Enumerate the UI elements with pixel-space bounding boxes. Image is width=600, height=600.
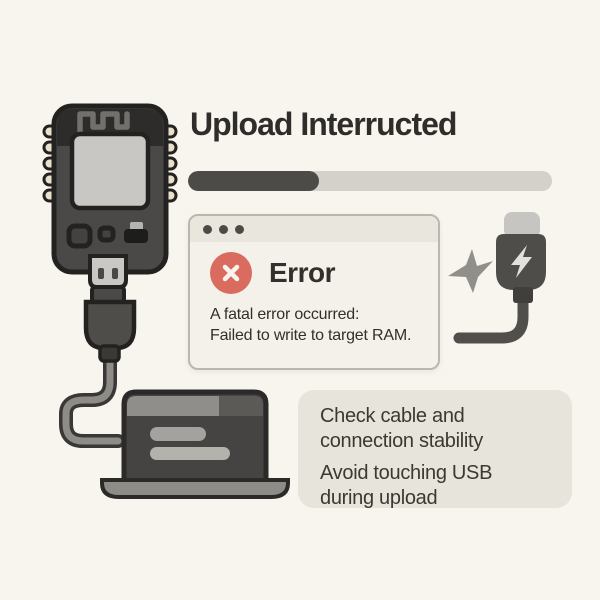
tip-box: Check cable and connection stability Avo… xyxy=(298,390,572,511)
tip-line: Avoid touching USB xyxy=(320,462,493,484)
window-dot-icon xyxy=(235,224,244,234)
usb-cable-icon xyxy=(59,349,125,448)
usb-c-metal-tip xyxy=(504,212,540,238)
upload-progress-bar xyxy=(188,171,552,191)
x-mark-icon xyxy=(222,264,240,282)
laptop-menubar-dark xyxy=(219,396,263,416)
usb-plug-icon xyxy=(83,285,137,363)
tip-text-2: Avoid touching USB during upload xyxy=(320,461,572,511)
laptop-base xyxy=(100,478,290,499)
tip-line: during upload xyxy=(320,487,438,509)
tip-text-1: Check cable and connection stability xyxy=(320,404,572,454)
esp32-dev-board-icon xyxy=(42,103,178,289)
wifi-antenna-trace-icon xyxy=(77,111,130,137)
window-dot-icon xyxy=(219,224,228,234)
error-message: A fatal error occurred: Failed to write … xyxy=(210,304,411,346)
laptop-icon xyxy=(100,389,290,499)
error-heading-row: Error xyxy=(210,252,335,294)
laptop-menubar-light xyxy=(127,396,219,416)
window-dot-icon xyxy=(203,224,212,234)
page-title: Upload Interructed xyxy=(190,106,457,142)
error-dialog-titlebar xyxy=(190,216,438,242)
rf-shield-icon xyxy=(69,131,151,211)
tip-line: connection stability xyxy=(320,430,483,452)
micro-usb-port-icon xyxy=(88,254,128,289)
usb-c-neck xyxy=(513,287,533,303)
lightning-bolt-icon xyxy=(511,245,532,278)
usb-cable-icon xyxy=(453,294,529,344)
laptop-text-line xyxy=(150,427,206,441)
upload-progress-fill xyxy=(188,171,320,191)
usb-c-connector-icon xyxy=(496,212,546,303)
error-x-icon xyxy=(210,252,252,294)
error-heading: Error xyxy=(269,257,335,288)
laptop-text-line xyxy=(150,447,230,460)
error-message-line: Failed to write to target RAM. xyxy=(210,327,412,344)
tip-line: Check cable and xyxy=(320,405,465,427)
spark-icon xyxy=(448,249,493,293)
board-components xyxy=(66,222,148,249)
error-message-line: A fatal error occurred: xyxy=(210,306,360,323)
error-dialog: Error A fatal error occurred: Failed to … xyxy=(188,214,440,370)
